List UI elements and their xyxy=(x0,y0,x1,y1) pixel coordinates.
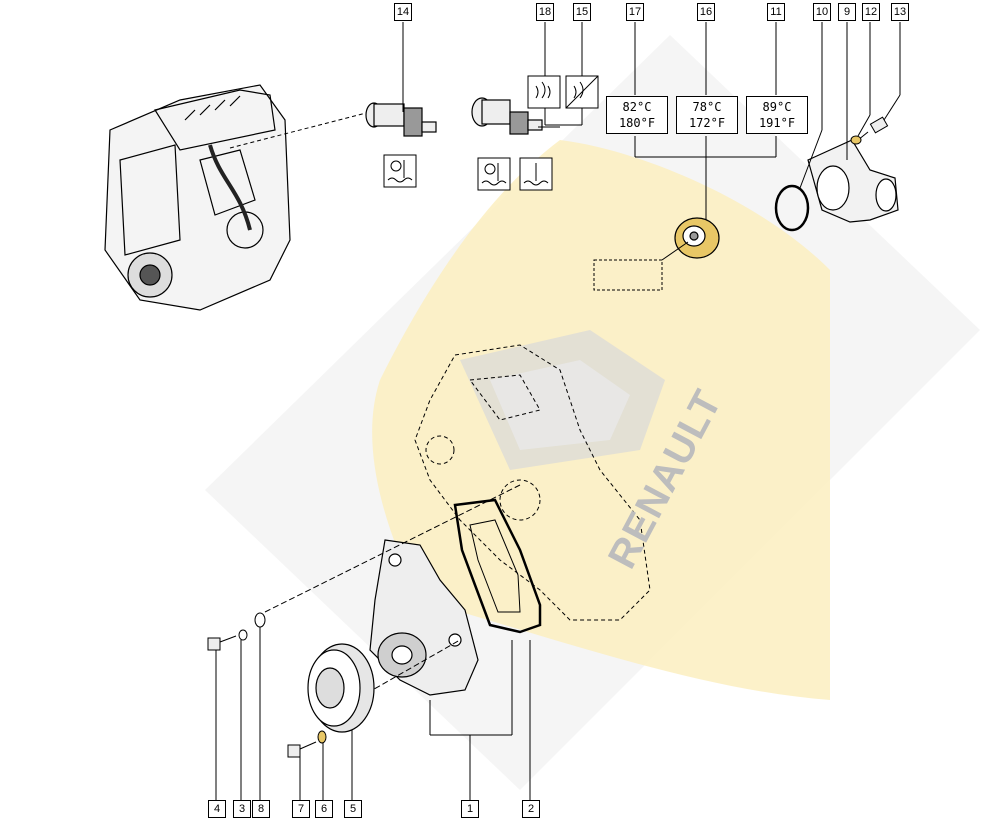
callout-5: 5 xyxy=(344,800,362,818)
temp-fahrenheit: 172°F xyxy=(688,116,726,130)
water-pump-1 xyxy=(369,539,479,696)
callout-16: 16 xyxy=(697,3,715,21)
callout-13: 13 xyxy=(891,3,909,21)
callout-1: 1 xyxy=(461,800,479,818)
temp-fahrenheit: 180°F xyxy=(618,116,656,130)
callout-7: 7 xyxy=(292,800,310,818)
thermostat-housing-outline xyxy=(593,259,663,291)
callout-15: 15 xyxy=(573,3,591,21)
thermostat-temp-82: 82°C 180°F xyxy=(606,96,668,134)
callout-2: 2 xyxy=(522,800,540,818)
washer-3 xyxy=(238,629,248,641)
thermostat-icon xyxy=(477,157,511,191)
callout-4: 4 xyxy=(208,800,226,818)
callout-11: 11 xyxy=(767,3,785,21)
fan-switch-sensor xyxy=(471,97,543,135)
callout-3: 3 xyxy=(233,800,251,818)
fan-off-icon xyxy=(565,75,599,109)
coolant-temperature-icon xyxy=(383,154,417,188)
engine-assembly xyxy=(104,84,291,311)
gasket-2 xyxy=(453,498,542,634)
callout-8: 8 xyxy=(252,800,270,818)
callout-6: 6 xyxy=(315,800,333,818)
callout-17: 17 xyxy=(626,3,644,21)
washer-8 xyxy=(254,612,266,628)
temp-celsius: 89°C xyxy=(762,100,792,114)
callout-12: 12 xyxy=(862,3,880,21)
callout-18: 18 xyxy=(536,3,554,21)
o-ring-seal-10 xyxy=(774,184,810,232)
cooling-fan-icon xyxy=(527,75,561,109)
engine-block-outline xyxy=(414,344,651,621)
temp-fahrenheit: 191°F xyxy=(758,116,796,130)
temp-celsius: 78°C xyxy=(692,100,722,114)
callout-10: 10 xyxy=(813,3,831,21)
bolt-7 xyxy=(287,741,317,758)
temperature-sensor-14 xyxy=(365,102,437,137)
washer-6 xyxy=(317,730,327,744)
pulley-5 xyxy=(307,643,375,733)
temp-celsius: 82°C xyxy=(622,100,652,114)
washer-12 xyxy=(850,135,862,145)
callout-14: 14 xyxy=(394,3,412,21)
thermostat-temp-89: 89°C 191°F xyxy=(746,96,808,134)
callout-9: 9 xyxy=(838,3,856,21)
thermostat-temp-78: 78°C 172°F xyxy=(676,96,738,134)
coolant-level-icon xyxy=(519,157,553,191)
thermostat-16 xyxy=(674,217,720,259)
water-outlet-9 xyxy=(807,139,899,223)
bolt-4 xyxy=(207,635,237,651)
